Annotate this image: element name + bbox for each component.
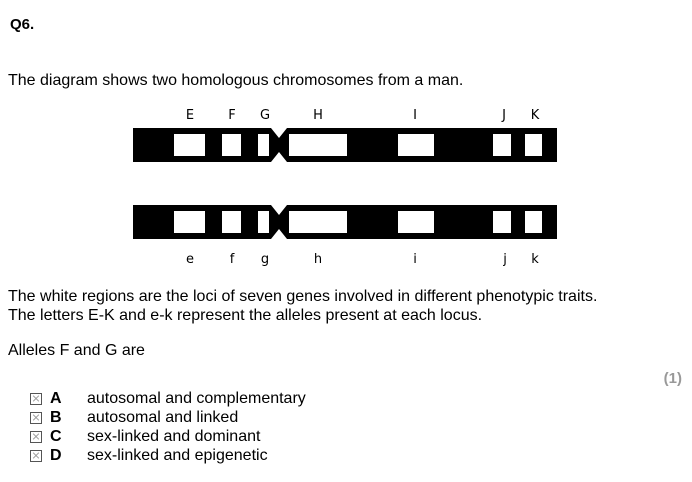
allele-label-K: K <box>531 108 540 123</box>
chromosome-diagram: E F G H I J K e f g h i j k <box>133 108 557 267</box>
top-allele-labels: E F G H I J K <box>186 108 540 123</box>
allele-label-g: g <box>261 252 269 267</box>
locus-g <box>258 211 269 233</box>
option-letter: C <box>50 427 62 445</box>
option-d[interactable]: D sex-linked and epigenetic <box>30 446 306 465</box>
option-text: sex-linked and epigenetic <box>87 446 268 464</box>
allele-label-f: f <box>230 252 235 267</box>
allele-label-h: h <box>314 252 322 267</box>
answer-options: A autosomal and complementary B autosoma… <box>30 389 306 465</box>
top-chromosome <box>133 128 557 162</box>
option-letter: B <box>50 408 62 426</box>
checkbox-icon[interactable] <box>30 449 42 462</box>
option-text: autosomal and complementary <box>87 389 306 407</box>
locus-f <box>222 211 241 233</box>
bottom-chromosome <box>133 205 557 239</box>
allele-label-j: j <box>502 252 507 267</box>
locus-h <box>289 211 347 233</box>
question-stem: The diagram shows two homologous chromos… <box>8 72 464 89</box>
allele-label-H: H <box>313 108 323 123</box>
locus-F <box>222 134 241 156</box>
question-number: Q6. <box>10 16 35 33</box>
allele-label-G: G <box>260 108 270 123</box>
locus-J <box>493 134 511 156</box>
locus-G <box>258 134 269 156</box>
locus-k <box>525 211 542 233</box>
option-b[interactable]: B autosomal and linked <box>30 408 306 427</box>
locus-e <box>174 211 205 233</box>
allele-label-F: F <box>228 108 235 123</box>
option-letter: A <box>50 389 62 407</box>
question-prompt: Alleles F and G are <box>8 342 145 359</box>
explanation-paragraph: The white regions are the loci of seven … <box>8 287 597 325</box>
option-c[interactable]: C sex-linked and dominant <box>30 427 306 446</box>
locus-j <box>493 211 511 233</box>
allele-label-I: I <box>413 108 417 123</box>
option-text: autosomal and linked <box>87 408 239 426</box>
locus-H <box>289 134 347 156</box>
option-a[interactable]: A autosomal and complementary <box>30 389 306 408</box>
option-text: sex-linked and dominant <box>87 427 261 445</box>
marks-indicator: (1) <box>663 370 682 387</box>
allele-label-J: J <box>501 108 506 123</box>
allele-label-k: k <box>531 252 539 267</box>
allele-label-i: i <box>413 252 417 267</box>
locus-K <box>525 134 542 156</box>
checkbox-icon[interactable] <box>30 411 42 424</box>
checkbox-icon[interactable] <box>30 392 42 405</box>
allele-label-e: e <box>186 252 194 267</box>
locus-I <box>398 134 434 156</box>
bottom-allele-labels: e f g h i j k <box>186 252 539 267</box>
paragraph-line: The white regions are the loci of seven … <box>8 288 598 305</box>
checkbox-icon[interactable] <box>30 430 42 443</box>
paragraph-line: The letters E-K and e-k represent the al… <box>8 307 483 324</box>
locus-i <box>398 211 434 233</box>
locus-E <box>174 134 205 156</box>
allele-label-E: E <box>186 108 194 123</box>
option-letter: D <box>50 446 62 464</box>
